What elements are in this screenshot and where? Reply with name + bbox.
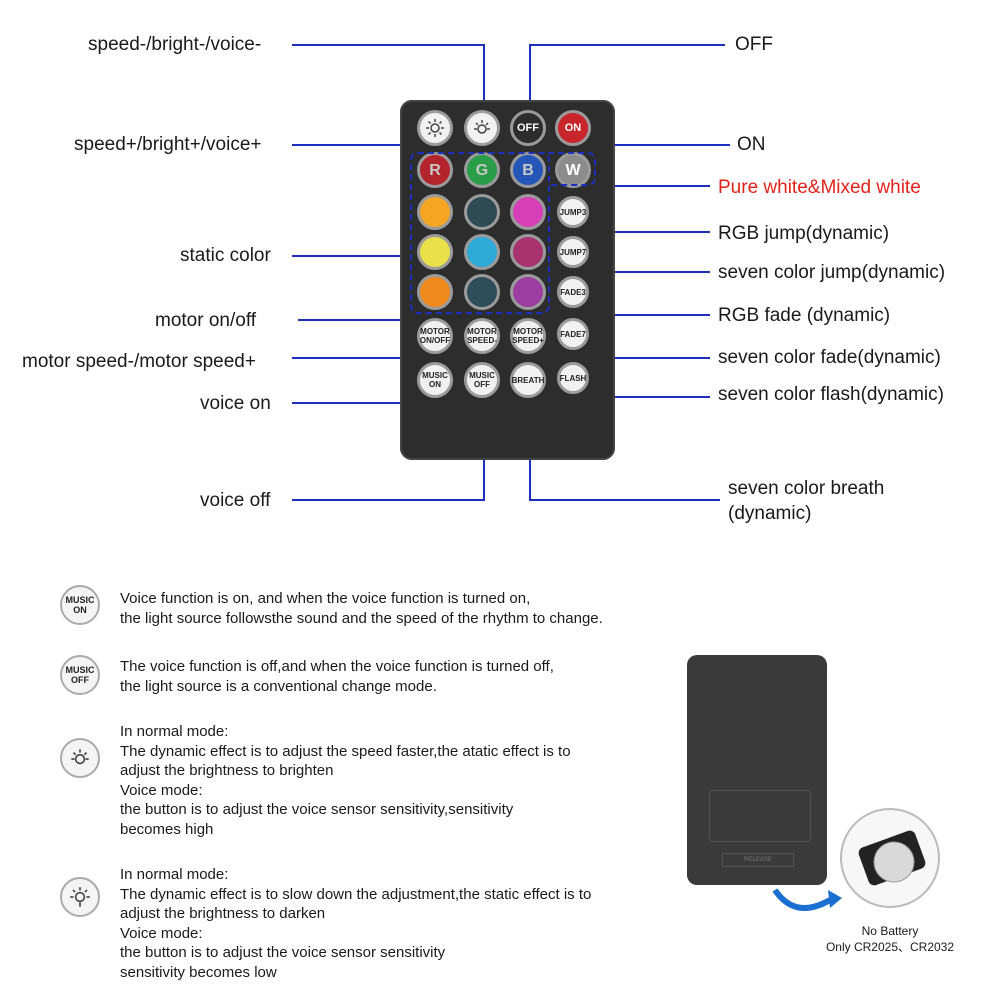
flash-button[interactable]: FLASH bbox=[557, 362, 589, 394]
coin-battery-icon bbox=[858, 830, 926, 886]
sun-down-icon bbox=[426, 119, 444, 137]
label-seven-jump: seven color jump(dynamic) bbox=[718, 262, 946, 283]
color-button[interactable] bbox=[464, 274, 500, 310]
label-voice-on: voice on bbox=[200, 393, 271, 414]
music-off-icon: MUSIC OFF bbox=[60, 655, 100, 695]
color-button[interactable] bbox=[464, 194, 500, 230]
label-seven-fade: seven color fade(dynamic) bbox=[718, 347, 941, 368]
music-on-button[interactable]: MUSIC ON bbox=[417, 362, 453, 398]
battery-holder-photo bbox=[840, 808, 940, 908]
fade3-button[interactable]: FADE3 bbox=[557, 276, 589, 308]
jump7-button[interactable]: JUMP7 bbox=[557, 236, 589, 268]
label-off: OFF bbox=[735, 34, 773, 55]
off-button[interactable]: OFF bbox=[510, 110, 546, 146]
label-on: ON bbox=[737, 134, 766, 155]
label-speed-plus: speed+/bright+/voice+ bbox=[74, 134, 262, 155]
jump3-button[interactable]: JUMP3 bbox=[557, 196, 589, 228]
label-seven-breath-2: (dynamic) bbox=[728, 503, 812, 524]
fade7-button[interactable]: FADE7 bbox=[557, 318, 589, 350]
white-button-outline bbox=[548, 152, 596, 186]
motor-speed-minus-button[interactable]: MOTOR SPEED- bbox=[464, 318, 500, 354]
label-seven-flash: seven color flash(dynamic) bbox=[718, 384, 944, 405]
bright-minus-button[interactable] bbox=[417, 110, 453, 146]
bright-plus-button[interactable] bbox=[464, 110, 500, 146]
legend-line: the light source followsthe sound and th… bbox=[120, 610, 603, 627]
legend-line: sensitivity becomes low bbox=[120, 963, 277, 981]
color-button[interactable] bbox=[417, 234, 453, 270]
white-button[interactable]: W bbox=[555, 152, 591, 188]
release-latch: RELEASE bbox=[722, 853, 794, 867]
legend-line: In normal mode: bbox=[120, 866, 229, 883]
label-motor-speed: motor speed-/motor speed+ bbox=[22, 351, 256, 372]
remote-control: OFF ON R G B W JUMP3 JUMP7 FADE3 MOTOR O… bbox=[400, 100, 615, 460]
label-rgb-jump: RGB jump(dynamic) bbox=[718, 223, 890, 244]
motor-speed-plus-button[interactable]: MOTOR SPEED+ bbox=[510, 318, 546, 354]
sun-up-icon bbox=[60, 738, 100, 778]
color-button[interactable] bbox=[417, 194, 453, 230]
color-button[interactable] bbox=[417, 274, 453, 310]
legend-line: the button is to adjust the voice sensor… bbox=[120, 801, 514, 818]
legend-line: The dynamic effect is to adjust the spee… bbox=[120, 742, 571, 760]
legend-line: the button is to adjust the voice sensor… bbox=[120, 944, 446, 961]
label-voice-off: voice off bbox=[200, 490, 271, 511]
battery-note-2: Only CR2025、CR2032 bbox=[825, 940, 955, 954]
music-off-button[interactable]: MUSIC OFF bbox=[464, 362, 500, 398]
legend-line: adjust the brightness to brighten bbox=[120, 762, 334, 779]
breath-button[interactable]: BREATH bbox=[510, 362, 546, 398]
curved-arrow-icon bbox=[772, 888, 842, 911]
label-speed-minus: speed-/bright-/voice- bbox=[88, 34, 262, 55]
legend-line: Voice mode: bbox=[120, 924, 203, 942]
label-rgb-fade: RGB fade (dynamic) bbox=[718, 305, 891, 326]
label-pure-white: Pure white&Mixed white bbox=[718, 177, 921, 198]
music-on-icon: MUSIC ON bbox=[60, 585, 100, 625]
battery-compartment bbox=[709, 790, 811, 842]
motor-on-off-button[interactable]: MOTOR ON/OFF bbox=[417, 318, 453, 354]
remote-diagram: speed-/bright-/voice- speed+/bright+/voi… bbox=[22, 34, 946, 524]
legend-line: Voice mode: bbox=[120, 781, 203, 799]
label-motor-on-off: motor on/off bbox=[155, 310, 257, 331]
sun-down-icon bbox=[60, 877, 100, 917]
color-button[interactable] bbox=[510, 234, 546, 270]
label-static-color: static color bbox=[180, 245, 271, 266]
legend-line: becomes high bbox=[120, 820, 214, 838]
sun-up-icon bbox=[474, 120, 490, 134]
remote-back-photo: RELEASE bbox=[687, 655, 827, 885]
legend-line: adjust the brightness to darken bbox=[120, 905, 326, 922]
color-button[interactable] bbox=[464, 234, 500, 270]
label-seven-breath-1: seven color breath bbox=[728, 478, 885, 499]
static-color-outline bbox=[410, 152, 550, 314]
legend-line: Voice function is on, and when the voice… bbox=[120, 590, 531, 607]
legend-line: The dynamic effect is to slow down the a… bbox=[120, 885, 592, 903]
battery-note-1: No Battery bbox=[861, 924, 919, 938]
color-button[interactable] bbox=[510, 274, 546, 310]
legend-line: The voice function is off,and when the v… bbox=[120, 658, 554, 675]
legend-line: In normal mode: bbox=[120, 723, 229, 740]
on-button[interactable]: ON bbox=[555, 110, 591, 146]
color-button[interactable] bbox=[510, 194, 546, 230]
legend-line: the light source is a conventional chang… bbox=[120, 678, 437, 695]
